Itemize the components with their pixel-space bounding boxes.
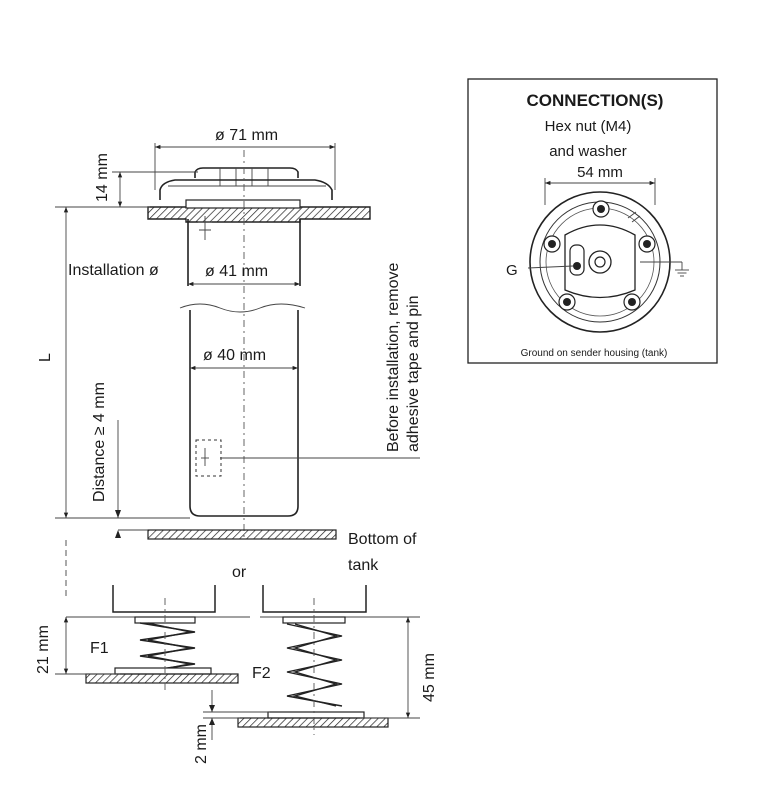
flange-height-label: 14 mm [94, 153, 111, 202]
ground-terminal-label: G [506, 262, 518, 279]
tube-inner-label: ø 40 mm [203, 347, 266, 364]
tank-bottom-plate [147, 529, 337, 540]
connection-caption: Ground on sender housing (tank) [521, 348, 668, 359]
f2-label: F2 [252, 665, 271, 682]
tube-outer-label: ø 41 mm [205, 263, 268, 280]
install-note-line2: adhesive tape and pin [405, 295, 422, 452]
connection-panel [467, 78, 718, 364]
install-note-line1: Before installation, remove [385, 262, 402, 452]
distance-label: Distance ≥ 4 mm [91, 382, 108, 502]
bottom-label-line1: Bottom of [348, 531, 417, 548]
top-diameter-label: ø 71 mm [215, 127, 278, 144]
length-label: L [37, 353, 54, 362]
connection-diameter: 54 mm [577, 164, 623, 181]
installation-label: Installation ø [68, 262, 159, 279]
dimension-lines [55, 143, 336, 600]
hex-nut-line1: Hex nut (M4) [545, 118, 632, 135]
connection-title: CONNECTION(S) [527, 91, 664, 110]
gap-label: 2 mm [193, 724, 210, 764]
bottom-label-line2: tank [348, 557, 379, 574]
spring-f2 [203, 585, 420, 740]
spring-f1-height-label: 21 mm [35, 625, 52, 674]
sender-body [147, 150, 420, 540]
spring-f2-height-label: 45 mm [421, 653, 438, 702]
f1-label: F1 [90, 640, 109, 657]
hex-nut-line2: and washer [549, 143, 627, 160]
or-label: or [232, 564, 247, 581]
spring-f1 [55, 585, 250, 690]
